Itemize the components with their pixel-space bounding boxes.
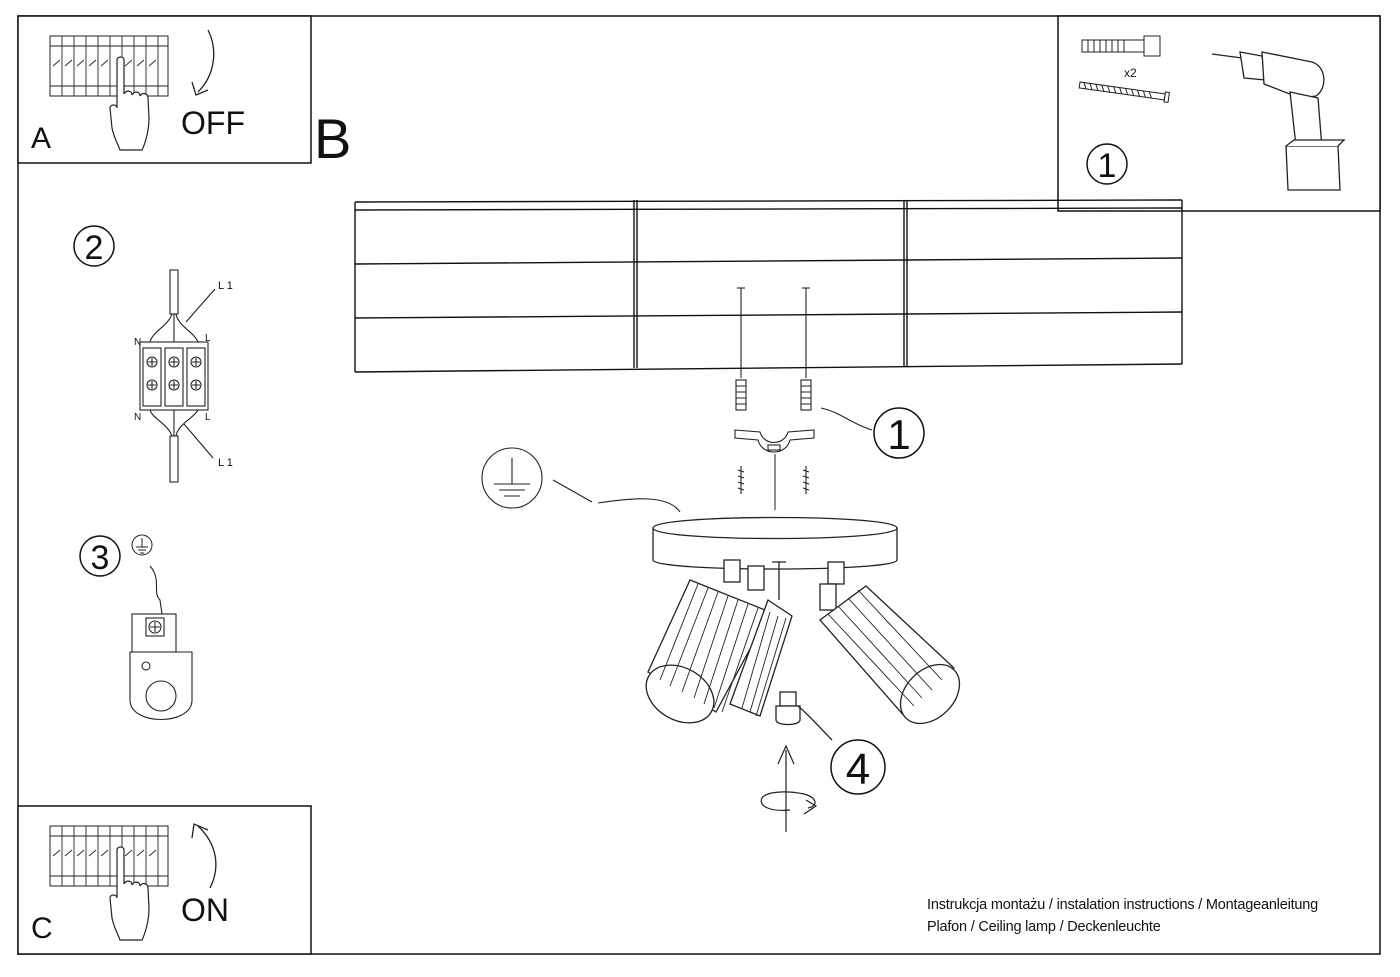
step-screw-circle	[830, 739, 886, 795]
footer-line-2: Plafon / Ceiling lamp / Deckenleuchte	[927, 919, 1161, 935]
earth-symbol-icon	[481, 447, 543, 509]
sheet-border	[17, 15, 1381, 955]
neutral-bottom-label: N	[134, 412, 141, 423]
step-mount-label: 1	[887, 411, 910, 458]
terminal-block	[139, 341, 209, 411]
step-screw-label: 4	[846, 745, 870, 794]
live-bottom-label: L 1	[218, 457, 233, 469]
wall-plug-icon	[1081, 35, 1161, 57]
ceiling-grid	[354, 199, 1183, 373]
off-label: OFF	[181, 105, 245, 141]
arrow-down-icon	[197, 29, 215, 93]
step-mount-circle	[873, 407, 925, 459]
l-bottom-label: L	[205, 412, 211, 423]
mounting-hardware	[734, 287, 873, 510]
panel-a: A OFF	[17, 15, 312, 164]
live-top-label: L 1	[218, 280, 233, 292]
step-1-circle	[1086, 143, 1128, 185]
hand-icon	[109, 56, 150, 151]
qty-label: x2	[1124, 66, 1137, 80]
step-2-circle	[73, 225, 115, 267]
drill-icon	[1211, 51, 1346, 191]
panel-tools: x2 1	[1057, 15, 1381, 212]
panel-c: C ON	[17, 805, 312, 955]
footer-line-1: Instrukcja montażu / instalation instruc…	[927, 897, 1319, 913]
on-label: ON	[181, 892, 229, 928]
screw-icon	[1078, 81, 1170, 104]
spotlight-middle	[729, 599, 793, 717]
lamp-canopy	[652, 516, 898, 570]
spotlight-right	[819, 585, 961, 725]
fuse-box-icon	[49, 35, 169, 97]
arrow-up-icon	[197, 825, 217, 889]
step-3-circle	[79, 535, 121, 577]
hand-icon	[109, 846, 150, 941]
earth-diagram: 3	[79, 534, 193, 720]
panel-b-letter: B	[314, 107, 351, 170]
rotate-arrow-icon	[760, 744, 818, 832]
footer-caption: Instrukcja montażu / instalation instruc…	[927, 894, 1318, 938]
mounting-bracket	[734, 429, 815, 453]
wiring-diagram: 2 L 1 L 1 N N L L	[73, 225, 233, 483]
spotlight-left	[645, 579, 771, 724]
step-2-label: 2	[85, 229, 104, 267]
wall-plug-icon	[735, 379, 812, 411]
screw-icon	[737, 466, 810, 494]
neutral-top-label: N	[134, 337, 141, 348]
grub-screw	[775, 691, 801, 726]
panel-c-letter: C	[31, 912, 53, 945]
l-top-label: L	[205, 333, 211, 344]
step-3-label: 3	[91, 539, 110, 577]
earth-symbol-icon	[131, 534, 153, 556]
step-1-label: 1	[1098, 147, 1117, 185]
earth-wire	[552, 479, 681, 513]
panel-a-letter: A	[31, 122, 51, 155]
ceiling-lamp	[645, 516, 961, 741]
